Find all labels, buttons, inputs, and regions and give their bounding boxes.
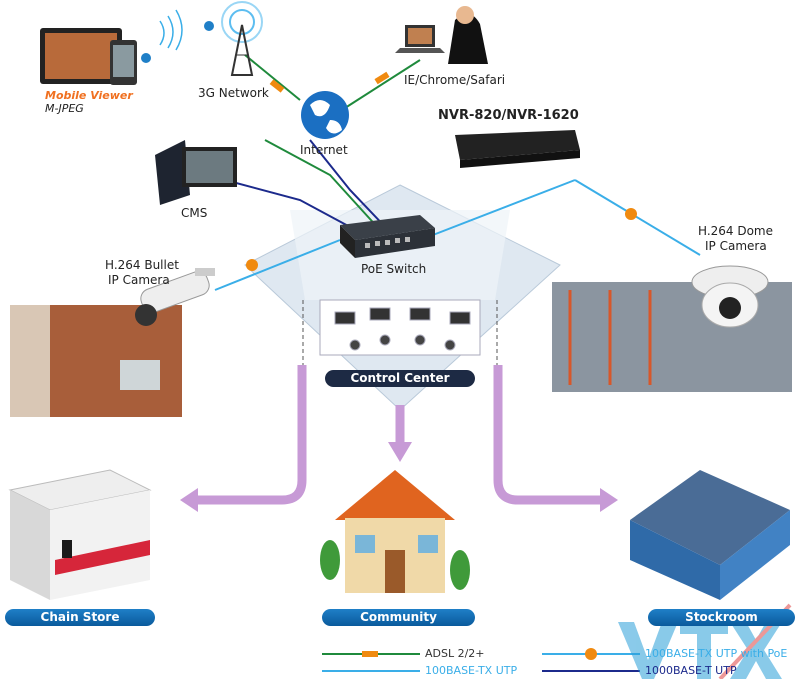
- 3g-network-label: 3G Network: [198, 86, 269, 100]
- arrow-head: [388, 442, 412, 462]
- adsl-line-browser: [344, 59, 421, 109]
- cell-tower-icon: [221, 1, 263, 76]
- vtx-watermark-logo: [618, 603, 792, 679]
- house-icon: [320, 470, 470, 593]
- 3g-badge-icon: [141, 53, 151, 63]
- poe-switch-label: PoE Switch: [361, 262, 427, 276]
- utp-line-nvr: [419, 179, 576, 241]
- gigabit-line-internet: [309, 139, 391, 233]
- legend-poe-label: 100BASE-TX UTP with PoE: [645, 647, 788, 660]
- browser-label: IE/Chrome/Safari: [404, 73, 506, 87]
- nvr-device-icon: [455, 130, 580, 168]
- bullet-camera-label-2: IP Camera: [108, 273, 170, 287]
- control-center-desks-icon: [319, 299, 481, 356]
- internet-label: Internet: [300, 143, 348, 157]
- arrow-head: [600, 488, 618, 512]
- dome-camera-icon: [691, 265, 769, 328]
- cms-label: CMS: [181, 206, 208, 220]
- poe-line-dome: [574, 179, 701, 256]
- destination-community: Community: [322, 609, 475, 626]
- mobile-viewer-label: Mobile Viewer: [45, 89, 133, 102]
- poe-badge-icon: [246, 259, 258, 271]
- nvr-label: NVR-820/NVR-1620: [438, 108, 579, 123]
- arrow-head: [180, 488, 198, 512]
- destination-chain-store: Chain Store: [5, 609, 155, 626]
- internet-globe-icon: [301, 91, 349, 139]
- mobile-viewer-format: M-JPEG: [45, 102, 84, 115]
- warehouse-icon: [630, 470, 790, 600]
- legend-poe-badge: [585, 648, 597, 660]
- poe-line-bullet: [214, 239, 341, 291]
- gigabit-line-cms: [224, 179, 366, 236]
- bullet-camera-icon: [135, 268, 215, 326]
- wireless-signal-icon: [159, 9, 183, 51]
- 3g-badge-icon: [204, 21, 214, 31]
- cms-computer-icon: [155, 140, 237, 205]
- dome-camera-label-2: IP Camera: [705, 239, 767, 253]
- legend-utp-label: 100BASE-TX UTP: [425, 664, 518, 677]
- bullet-camera-label-1: H.264 Bullet: [105, 258, 179, 272]
- adsl-line-3g: [244, 54, 301, 101]
- destination-stockroom: Stockroom: [648, 609, 795, 626]
- dome-camera-label-1: H.264 Dome: [698, 224, 773, 238]
- laptop-user-icon: [395, 6, 488, 64]
- distribution-arrows: [195, 365, 600, 505]
- legend-adsl-badge: [362, 651, 378, 657]
- adsl-line-switch: [264, 139, 381, 231]
- legend-gigabit-label: 1000BASE-T UTP: [645, 664, 737, 677]
- poe-switch-icon: [340, 215, 435, 258]
- control-center-label: Control Center: [325, 370, 475, 387]
- poe-badge-icon: [625, 208, 637, 220]
- chain-store-icon: [8, 469, 152, 600]
- adsl-badge: [269, 79, 285, 93]
- legend-adsl-label: ADSL 2/2+: [425, 647, 485, 660]
- adsl-badge: [374, 71, 390, 85]
